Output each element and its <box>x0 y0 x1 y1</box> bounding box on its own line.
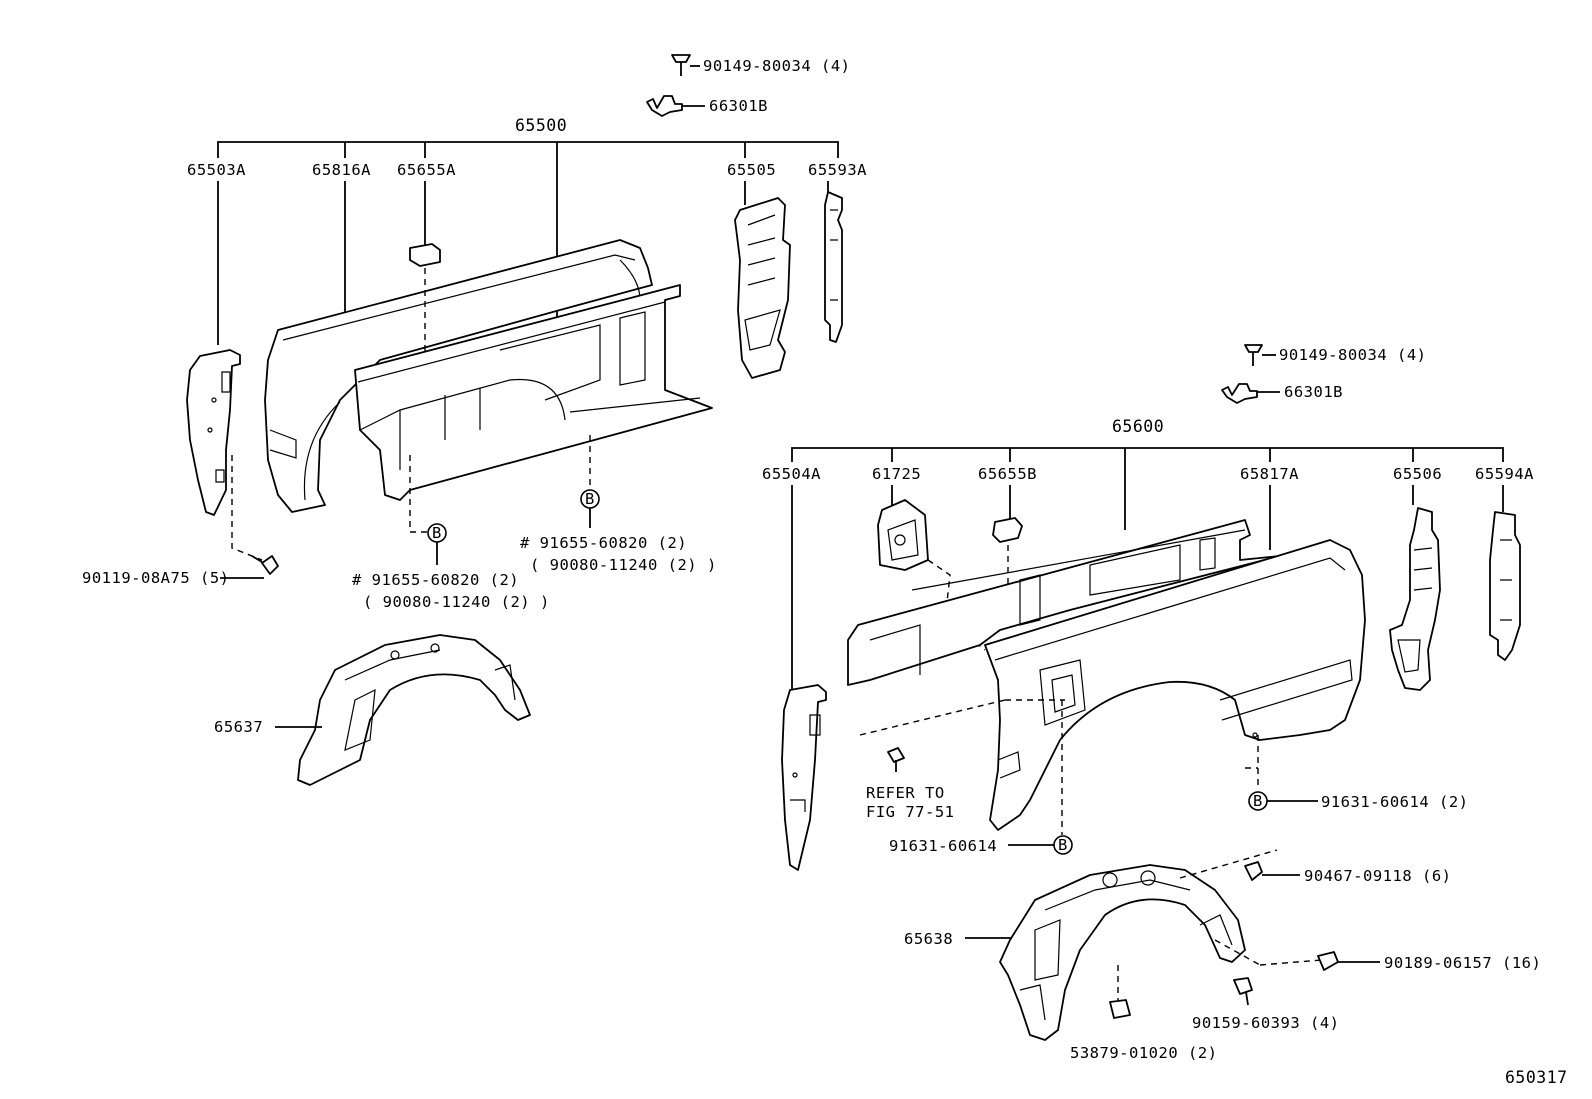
right-bolt-b2-label: 91631-60614 <box>889 837 997 855</box>
left-bed-assembly: 90149-80034 (4) 66301B 65500 65503A 6581… <box>82 54 867 786</box>
bolt-icon <box>887 747 905 772</box>
clip-icon <box>1244 861 1263 881</box>
clip-icon <box>1317 951 1339 971</box>
left-assembly-number: 65500 <box>515 116 567 135</box>
right-nut-label: 53879-01020 (2) <box>1070 1044 1217 1062</box>
left-liner-label: 65637 <box>214 718 263 736</box>
part-label-65503a: 65503A <box>187 161 246 179</box>
left-clip-label: 66301B <box>709 97 768 115</box>
clip-icon <box>646 95 705 117</box>
left-note-2a: # 91655-60820 (2) <box>520 534 687 552</box>
liner-65638 <box>999 864 1246 1041</box>
left-note-1b: ( 90080-11240 (2) ) <box>363 593 550 611</box>
reinforcement-65506 <box>1389 507 1441 691</box>
part-label-65655a: 65655A <box>397 161 456 179</box>
outer-panel-65816a <box>264 239 653 513</box>
part-label-65505: 65505 <box>727 161 776 179</box>
bolt-icon <box>251 555 279 575</box>
left-note-2b: ( 90080-11240 (2) ) <box>530 556 717 574</box>
right-assembly-number: 65600 <box>1112 417 1164 436</box>
outer-panel-65817a <box>984 539 1366 831</box>
part-label-65655b: 65655B <box>978 465 1037 483</box>
right-bed-assembly: 90149-80034 (4) 66301B 65600 65504A 6172… <box>762 344 1541 1062</box>
screw-icon <box>1233 977 1253 1006</box>
reinforcement-65505 <box>734 197 791 379</box>
part-label-65504a: 65504A <box>762 465 821 483</box>
inner-panel-65600 <box>847 519 1281 686</box>
part-label-65817a: 65817A <box>1240 465 1299 483</box>
right-clip1-label: 90467-09118 (6) <box>1304 867 1451 885</box>
part-label-61725: 61725 <box>872 465 921 483</box>
bracket-61725 <box>877 499 929 571</box>
right-bolt-b1-label: 91631-60614 (2) <box>1321 793 1468 811</box>
marker-b-left-2: B <box>585 490 595 508</box>
left-note-1a: # 91655-60820 (2) <box>352 571 519 589</box>
right-refer-2: FIG 77-51 <box>866 803 955 821</box>
liner-65637 <box>297 634 531 786</box>
inner-panel-65500 <box>354 284 713 501</box>
left-bolt-label: 90119-08A75 (5) <box>82 569 229 587</box>
part-label-65816a: 65816A <box>312 161 371 179</box>
bracket-65655b <box>992 517 1023 543</box>
figure-id: 650317 <box>1505 1068 1568 1087</box>
left-screw-label: 90149-80034 (4) <box>703 57 850 75</box>
marker-b-right-1: B <box>1253 792 1263 810</box>
right-clip-label: 66301B <box>1284 383 1343 401</box>
right-screw-label: 90149-80034 (4) <box>1279 346 1426 364</box>
pillar-65504a <box>781 684 827 871</box>
marker-b-right-2: B <box>1058 836 1068 854</box>
part-label-65593a: 65593A <box>808 161 867 179</box>
part-label-65506: 65506 <box>1393 465 1442 483</box>
pillar-65503a <box>186 349 241 516</box>
bracket-65655a <box>409 243 441 267</box>
clip-icon <box>1221 383 1280 404</box>
screw-icon <box>671 54 700 76</box>
marker-b-left-1: B <box>432 524 442 542</box>
right-liner-label: 65638 <box>904 930 953 948</box>
part-label-65594a: 65594A <box>1475 465 1534 483</box>
screw-icon <box>1244 344 1276 366</box>
strip-65593a <box>824 191 843 343</box>
right-refer-1: REFER TO <box>866 784 945 802</box>
strip-65594a <box>1489 511 1521 661</box>
right-screw-label-2: 90159-60393 (4) <box>1192 1014 1339 1032</box>
nut-icon <box>1109 999 1131 1019</box>
right-clip2-label: 90189-06157 (16) <box>1384 954 1541 972</box>
